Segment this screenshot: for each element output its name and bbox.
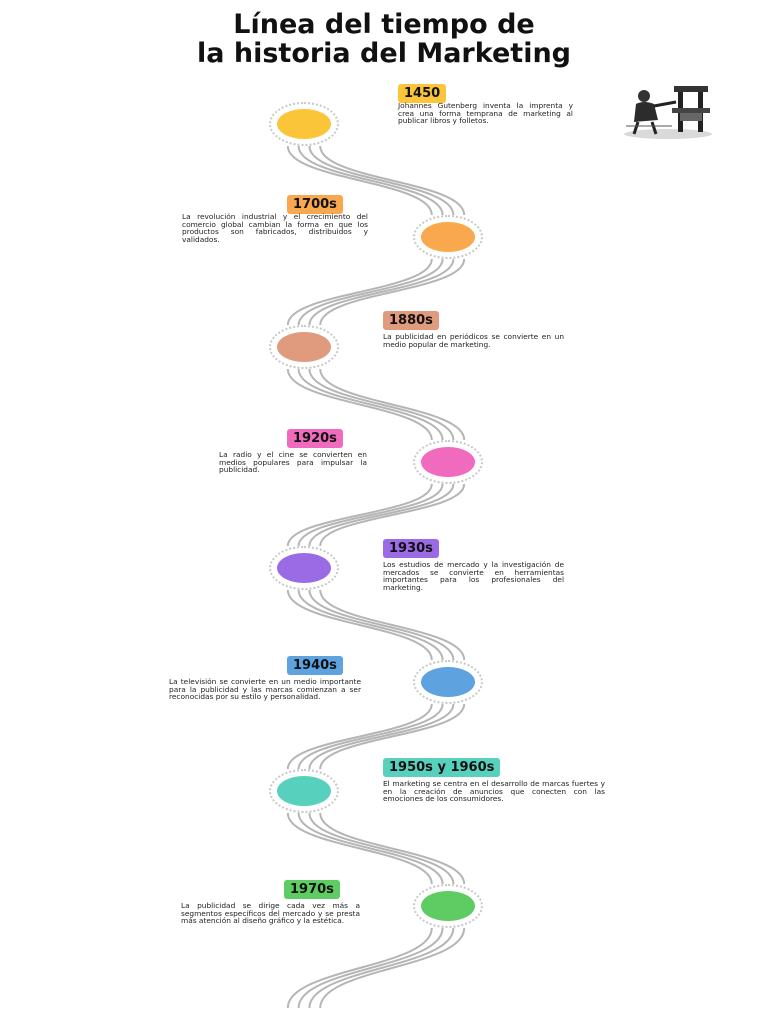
event-description: Johannes Gutenberg inventa la imprenta y… [398, 101, 573, 126]
road-line [308, 145, 455, 216]
road-line [297, 927, 444, 1009]
road-line [286, 145, 433, 216]
road-line [297, 145, 444, 216]
road-line [286, 927, 433, 1009]
road-line [308, 703, 455, 770]
timeline-dot [277, 776, 331, 806]
timeline-node [269, 769, 339, 813]
road-line [297, 483, 444, 547]
road-line [308, 368, 455, 441]
year-badge: 1950s y 1960s [383, 758, 501, 777]
timeline-dot [277, 109, 331, 139]
road-line [308, 258, 455, 326]
road-line [319, 145, 466, 216]
printing-press-icon [624, 86, 712, 139]
year-badge: 1700s [287, 195, 343, 214]
road-line [286, 703, 433, 770]
event-description: El marketing se centra en el desarrollo … [383, 779, 605, 804]
road-line [319, 703, 466, 770]
road-line [286, 258, 433, 326]
road-line [286, 812, 433, 885]
road-line [297, 812, 444, 885]
road-line [297, 703, 444, 770]
timeline-dot [421, 447, 475, 477]
event-description: Los estudios de mercado y la investigaci… [383, 560, 564, 592]
road-line [319, 589, 466, 661]
year-badge: 1450 [398, 84, 447, 103]
year-badge: 1930s [383, 539, 439, 558]
title-line-1: Línea del tiempo de [233, 9, 535, 40]
road-line [286, 368, 433, 441]
event-description: La revolución industrial y el crecimient… [182, 212, 368, 244]
year-badge: 1970s [284, 880, 340, 899]
title-line-2: la historia del Marketing [196, 38, 572, 69]
timeline-node [269, 546, 339, 590]
road-line [308, 483, 455, 547]
timeline-dot [421, 891, 475, 921]
event-description: La televisión se convierte en un medio i… [169, 677, 361, 702]
timeline-node [269, 325, 339, 369]
road-line [286, 589, 433, 661]
road-line [308, 812, 455, 885]
road-line [308, 927, 455, 1009]
timeline-node [269, 102, 339, 146]
year-badge: 1920s [287, 429, 343, 448]
road-line [319, 483, 466, 547]
road-line [319, 927, 466, 1009]
page-title: Línea del tiempo de la historia del Mark… [0, 10, 768, 68]
road-line [286, 483, 433, 547]
road-line [319, 368, 466, 441]
timeline-dot [277, 553, 331, 583]
road-line [308, 589, 455, 661]
timeline-node [413, 660, 483, 704]
event-description: La radio y el cine se convierten en medi… [219, 450, 367, 475]
timeline-dot [421, 667, 475, 697]
timeline-dot [277, 332, 331, 362]
road-line [319, 258, 466, 326]
road-line [319, 812, 466, 885]
year-badge: 1940s [287, 656, 343, 675]
road-line [297, 589, 444, 661]
timeline-node [413, 440, 483, 484]
timeline-node [413, 215, 483, 259]
year-badge: 1880s [383, 311, 439, 330]
road-line [297, 258, 444, 326]
timeline-dot [421, 222, 475, 252]
road-line [297, 368, 444, 441]
event-description: La publicidad se dirige cada vez más a s… [181, 901, 360, 926]
event-description: La publicidad en periódicos se convierte… [383, 332, 564, 349]
timeline-node [413, 884, 483, 928]
